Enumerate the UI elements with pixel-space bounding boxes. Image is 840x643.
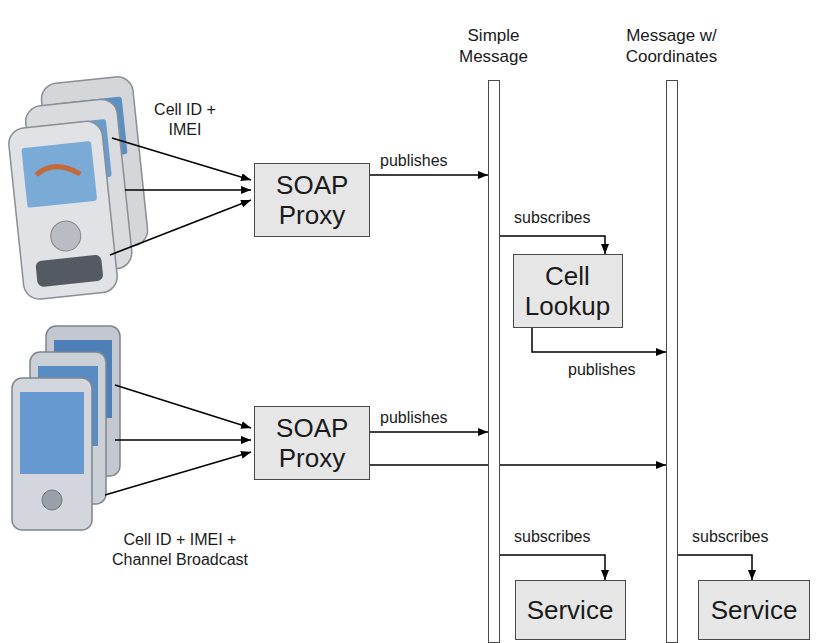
flow-arrow: [678, 555, 752, 580]
proxy-box: SOAP Proxy: [254, 163, 370, 237]
box-label: Service: [711, 595, 798, 625]
flow-arrow: [370, 174, 488, 176]
edge-label: subscribes: [512, 208, 592, 228]
message-channel: Message w/ Coordinates: [666, 80, 678, 643]
pda-device: [12, 378, 92, 530]
flow-arrow: [370, 431, 488, 433]
mobile-phone: [7, 120, 118, 301]
input-arrow: [105, 138, 251, 495]
input-note: Cell ID + IMEI: [140, 100, 230, 140]
flow-arrow: [500, 236, 605, 254]
input-note: Cell ID + IMEI + Channel Broadcast: [100, 530, 260, 570]
service-box: Service: [698, 580, 810, 640]
service-box: Service: [515, 580, 626, 640]
edge-label: subscribes: [512, 527, 592, 547]
edge-label: publishes: [378, 408, 450, 428]
channel-title: Message w/ Coordinates: [607, 25, 737, 67]
flow-arrow: [532, 328, 666, 352]
edge-label: publishes: [378, 151, 450, 171]
edge-label: subscribes: [690, 527, 770, 547]
flow-arrow: [500, 555, 605, 580]
channel-title: Simple Message: [449, 25, 539, 67]
box-label: SOAP Proxy: [276, 170, 348, 230]
box-label: Cell Lookup: [525, 261, 610, 321]
message-channel: Simple Message: [488, 80, 500, 643]
flow-arrow: [370, 464, 666, 466]
box-label: SOAP Proxy: [276, 413, 348, 473]
edge-label: publishes: [566, 360, 638, 380]
process-box: Cell Lookup: [513, 254, 623, 328]
proxy-box: SOAP Proxy: [254, 406, 370, 480]
box-label: Service: [527, 595, 614, 625]
